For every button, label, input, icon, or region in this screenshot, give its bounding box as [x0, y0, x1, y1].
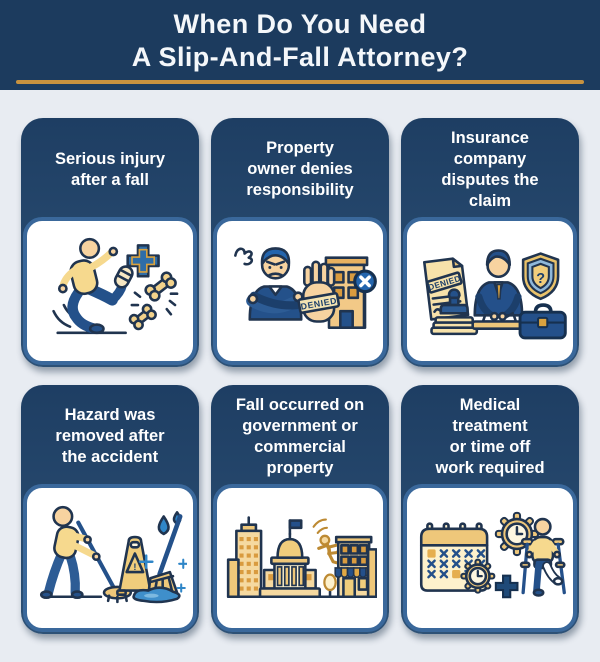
skyscraper-icon	[226, 516, 263, 599]
card-illustration-panel	[23, 217, 197, 365]
frustration-squiggle-icon	[233, 247, 253, 266]
owner-denies-illustration: DENIED	[233, 247, 377, 330]
storefront-icon	[334, 536, 373, 599]
person-slipping-icon	[52, 238, 134, 335]
page-title: When Do You Need A Slip-And-Fall Attorne…	[131, 9, 469, 72]
card-illustration-panel: DENIED	[403, 217, 577, 365]
medical-time-off-illustration	[419, 512, 566, 599]
card-insurance-dispute: Insurance company disputes the claim DEN…	[401, 118, 579, 367]
question-shield-icon: ?	[521, 252, 560, 301]
medical-cross-icon	[126, 244, 160, 278]
broom-puddle-icon	[132, 514, 188, 604]
card-illustration-panel	[403, 484, 577, 632]
insurance-dispute-illustration: DENIED	[422, 249, 567, 340]
card-title: Fall occurred on government or commercia…	[235, 395, 365, 477]
card-owner-denies: Property owner denies responsibility	[211, 118, 389, 367]
question-mark-text: ?	[536, 271, 545, 287]
card-illustration-panel: DENIED	[213, 217, 387, 365]
government-commercial-illustration	[226, 516, 378, 599]
card-government-property: Fall occurred on government or commercia…	[211, 385, 389, 634]
gold-divider	[16, 80, 584, 84]
card-serious-injury: Serious injury after a fall	[21, 118, 199, 367]
side-building-icon	[366, 548, 378, 599]
injured-person-crutches-icon	[519, 518, 566, 598]
hazard-removed-illustration: !	[39, 506, 188, 604]
card-title: Property owner denies responsibility	[246, 139, 354, 199]
water-drops-icon	[157, 511, 182, 536]
stamp-papers-icon	[430, 288, 478, 336]
cards-grid: Serious injury after a fall	[0, 90, 600, 634]
card-title: Insurance company disputes the claim	[441, 128, 539, 210]
card-illustration-panel	[213, 484, 387, 632]
denied-sign-icon	[353, 269, 377, 330]
card-hazard-removed: Hazard was removed after the accident	[21, 385, 199, 634]
denied-hand-icon: DENIED	[297, 260, 340, 324]
card-title: Hazard was removed after the accident	[55, 406, 165, 466]
janitor-mopping-icon	[39, 506, 132, 604]
gear-clock-small-icon	[460, 559, 496, 595]
slip-fall-injury-illustration	[52, 238, 179, 335]
header: When Do You Need A Slip-And-Fall Attorne…	[0, 0, 600, 90]
briefcase-icon	[518, 303, 567, 340]
card-illustration-panel: !	[23, 484, 197, 632]
card-title: Serious injury after a fall	[54, 149, 166, 189]
angry-property-owner-icon	[245, 247, 305, 322]
tree-icon	[323, 573, 337, 599]
card-medical-treatment: Medical treatment or time off work requi…	[401, 385, 579, 634]
card-title: Medical treatment or time off work requi…	[435, 395, 545, 477]
warning-exclamation-text: !	[133, 562, 136, 572]
government-building-icon	[258, 519, 321, 599]
plus-icon	[494, 574, 519, 599]
broken-bone-icon	[128, 271, 179, 331]
